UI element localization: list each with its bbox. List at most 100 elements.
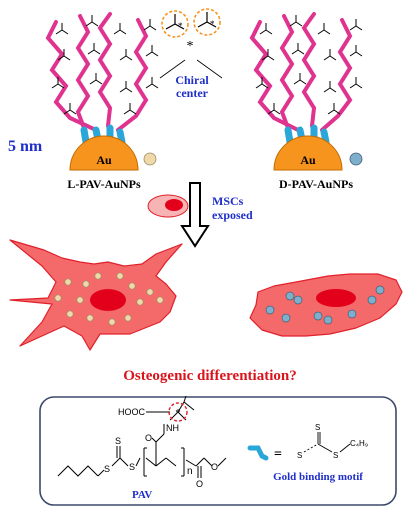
gold-nanoparticle-light — [76, 296, 84, 304]
side-group-glyph — [323, 49, 337, 61]
side-group-glyph — [119, 81, 133, 93]
side-group-glyph — [145, 45, 159, 57]
chiral-pointer-left — [159, 59, 186, 79]
chiral-label-line2: center — [176, 86, 209, 100]
chiral-mark-circle — [168, 402, 188, 422]
right-cell-nucleus — [316, 289, 356, 307]
gold-nanoparticle-light — [108, 318, 116, 326]
motif-s-right: S — [333, 451, 338, 460]
side-group-glyph — [261, 49, 275, 61]
left-caption: L-PAV-AuNPs — [67, 177, 141, 191]
left-cell-nucleus — [90, 289, 126, 311]
left-cell-spread — [9, 239, 183, 351]
gold-nanoparticle-dark — [265, 305, 275, 315]
atom-o-amide: O — [145, 433, 152, 443]
down-arrow — [180, 182, 210, 248]
side-group-glyph — [267, 103, 281, 115]
side-group-glyph — [255, 77, 269, 89]
side-group-glyph — [63, 103, 77, 115]
atom-o-ester-1: O — [196, 479, 203, 489]
right-cell-internalized-particles — [265, 285, 385, 325]
pav-structure — [57, 395, 227, 478]
atom-nh: NH — [166, 423, 179, 433]
butyl-chain — [57, 465, 99, 477]
gold-nanoparticle-light — [54, 294, 62, 302]
structure-box — [39, 396, 397, 506]
atom-o-ester-2: O — [211, 462, 218, 472]
side-group-glyph — [119, 49, 133, 61]
right-au-label: Au — [300, 153, 316, 167]
side-group-glyph — [51, 77, 65, 89]
side-group-glyph — [143, 19, 157, 31]
motif-cyan-icon — [247, 445, 269, 461]
side-group-glyph — [113, 23, 127, 35]
chiral-label-line1: Chiral — [175, 73, 209, 87]
gold-nanoparticle-light — [94, 272, 102, 280]
gold-nanoparticle-dark — [313, 311, 323, 321]
gold-nanoparticle-dark — [347, 309, 357, 319]
left-cell-internalized-particles — [54, 272, 164, 326]
gold-nanoparticle-dark — [375, 285, 385, 295]
side-group-glyph — [349, 45, 363, 57]
motif-r-group: C₄H₉ — [350, 439, 368, 448]
side-group-branches — [51, 15, 363, 115]
right-nanoparticle-group: Au — [249, 12, 363, 171]
side-group-glyph — [327, 103, 341, 115]
motif-s-left: S — [297, 451, 302, 460]
pav-label: PAV — [132, 489, 152, 501]
gold-nanoparticle-light — [82, 280, 90, 288]
chiral-circle-right — [193, 8, 221, 36]
msc-nucleus — [165, 199, 183, 211]
structure-atom-labels: HOOC NH O S S S n O O — [104, 407, 218, 489]
side-group-glyph — [87, 43, 101, 55]
motif-equals: = — [274, 447, 282, 462]
gold-nanoparticle-light — [146, 288, 154, 296]
chiral-pointer-right — [196, 59, 223, 79]
side-group-glyph — [349, 19, 363, 31]
motif-s-top: S — [315, 423, 320, 432]
gold-nanoparticle-light — [66, 310, 74, 318]
left-polymer-chains — [45, 12, 149, 132]
left-reference-particle — [143, 152, 157, 166]
gold-nanoparticle-dark — [323, 315, 333, 325]
side-group-glyph — [145, 77, 159, 89]
gold-nanoparticle-dark — [293, 295, 303, 305]
side-group-glyph — [57, 49, 71, 61]
side-group-glyph — [123, 103, 137, 115]
left-nanoparticle-group: Au — [45, 12, 157, 171]
side-group-glyph — [293, 73, 307, 85]
side-group-glyph — [289, 15, 303, 27]
gold-nanoparticle-dark — [285, 291, 295, 301]
gold-nanoparticle-dark — [281, 313, 291, 323]
right-reference-particle — [349, 152, 363, 166]
side-group-glyph — [259, 23, 273, 35]
gold-nanoparticle-light — [124, 314, 132, 322]
atom-hooc: HOOC — [118, 407, 146, 417]
side-group-glyph — [323, 81, 337, 93]
motif-structure — [303, 432, 351, 453]
chiral-center-group: * * * Chiral center — [159, 8, 223, 100]
atom-s-top: S — [115, 436, 121, 446]
right-gold-core — [273, 135, 343, 171]
chiral-glyph-right — [197, 12, 217, 28]
msc-icon — [147, 194, 189, 218]
msc-label-line2: exposed — [212, 208, 253, 222]
chiral-star-right: * — [210, 19, 215, 29]
side-group-glyph — [349, 77, 363, 89]
gold-nanoparticle-light — [86, 314, 94, 322]
size-label: 5 nm — [8, 138, 43, 155]
gold-nanoparticle-light — [128, 282, 136, 290]
gold-nanoparticle-light — [116, 272, 124, 280]
side-group-glyph — [89, 73, 103, 85]
chiral-circle-left — [161, 10, 189, 38]
repeat-n: n — [187, 466, 193, 477]
chiral-star-center: * — [187, 39, 194, 54]
left-au-label: Au — [96, 153, 112, 167]
left-gold-core — [69, 135, 139, 171]
gold-nanoparticle-light — [156, 296, 164, 304]
side-group-glyph — [85, 15, 99, 27]
atom-s-right: S — [129, 462, 135, 472]
chiral-glyph-left — [165, 14, 185, 30]
side-group-glyph — [317, 23, 331, 35]
